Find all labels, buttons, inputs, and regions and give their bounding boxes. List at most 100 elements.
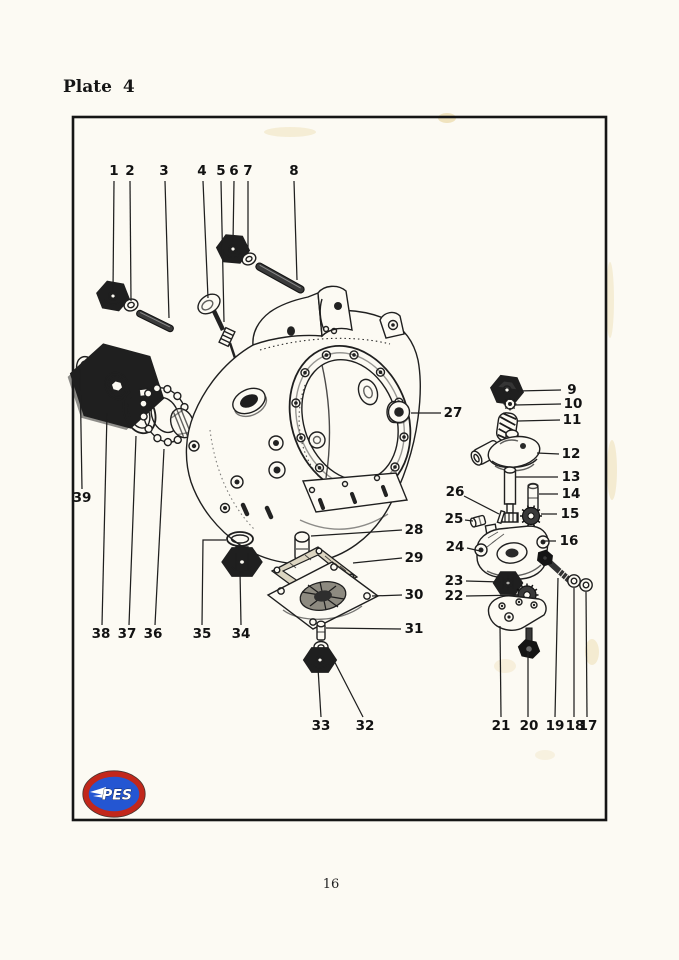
callout-line-6 (232, 180, 235, 243)
callout-number-9: 9 (567, 382, 576, 398)
part-6-nut (223, 240, 243, 258)
callout-number-11: 11 (563, 412, 582, 428)
callout-line-3 (164, 180, 170, 319)
callout-number-32: 32 (356, 718, 375, 734)
callout-line-12 (536, 452, 560, 455)
callout-line-10 (514, 403, 562, 406)
callout-line-9 (516, 389, 562, 392)
part-38-nut (83, 358, 149, 416)
part-31-bolt (317, 621, 325, 640)
case-studs (240, 502, 274, 520)
arm-bolt-hole (287, 326, 295, 336)
callout-line-4 (202, 180, 209, 299)
callout-line-17 (585, 591, 588, 718)
callout-number-33: 33 (312, 718, 331, 734)
callout-line-28 (310, 529, 403, 537)
part-10-star-washer (503, 397, 517, 411)
callout-number-17: 17 (579, 718, 598, 734)
paper-stains (264, 113, 617, 760)
crankcase-half (186, 286, 430, 563)
callout-number-39: 39 (73, 490, 92, 506)
part-7-washer (240, 251, 257, 267)
callout-number-2: 2 (125, 163, 134, 179)
case-bosses (189, 436, 285, 513)
part-13-pump-shaft (502, 467, 518, 522)
callout-line-30 (371, 594, 403, 597)
part-30-sump-plate (268, 562, 378, 629)
page-number: 16 (323, 877, 340, 892)
part-23-nut (500, 576, 517, 591)
callout-line-33 (317, 667, 322, 718)
part-20-bolt (521, 628, 537, 656)
callout-number-12: 12 (562, 446, 581, 462)
part-34-drain-plug (231, 547, 254, 572)
part-19-bolt (538, 551, 572, 583)
callout-number-4: 4 (197, 163, 206, 179)
callout-number-1: 1 (109, 163, 118, 179)
callout-number-36: 36 (144, 626, 163, 642)
callout-line-2 (129, 180, 132, 302)
callout-number-31: 31 (405, 621, 424, 637)
callout-number-24: 24 (446, 539, 465, 555)
callout-number-21: 21 (492, 718, 511, 734)
part-17-washer (580, 579, 592, 591)
callout-line-19 (554, 577, 559, 718)
callout-line-11 (517, 419, 561, 422)
callout-line-39 (79, 368, 83, 490)
callout-number-35: 35 (193, 626, 212, 642)
callout-line-23 (465, 580, 502, 583)
callout-number-23: 23 (445, 573, 464, 589)
part-1-nut (102, 287, 124, 306)
callout-number-8: 8 (289, 163, 298, 179)
callout-line-34 (239, 570, 242, 626)
part-9-nut (497, 381, 518, 399)
callout-number-13: 13 (562, 469, 581, 485)
callout-number-29: 29 (405, 550, 424, 566)
flange-studs (318, 485, 388, 510)
callout-line-24 (466, 547, 481, 552)
callout-number-3: 3 (159, 163, 168, 179)
filler-boss (229, 383, 271, 421)
part-26-pin (497, 511, 504, 524)
part-21-plate (488, 596, 546, 630)
callout-line-21 (499, 625, 502, 718)
part-2-washer (122, 297, 139, 313)
part-33-nut (311, 653, 330, 668)
callout-number-28: 28 (405, 522, 424, 538)
callout-number-37: 37 (118, 626, 137, 642)
callout-line-38 (101, 412, 108, 626)
callout-number-27: 27 (444, 405, 463, 421)
callout-number-26: 26 (446, 484, 465, 500)
callout-number-22: 22 (445, 588, 464, 604)
part-35-o-ring (227, 532, 253, 546)
callout-line-32 (327, 648, 364, 718)
callout-number-14: 14 (562, 486, 581, 502)
diagram-frame (71, 115, 608, 822)
part-16-24-pump-base (475, 524, 549, 579)
callout-line-25 (464, 519, 474, 522)
callout-line-36 (154, 448, 165, 626)
part-3-stud (136, 309, 175, 332)
callout-number-25: 25 (445, 511, 464, 527)
part-25-bush (470, 515, 486, 527)
callout-number-18: 18 (566, 718, 585, 734)
plate-title: Plate 4 (63, 77, 135, 97)
part-8-stud (255, 262, 306, 294)
callout-line-35 (201, 539, 226, 626)
callout-number-38: 38 (92, 626, 111, 642)
callout-number-19: 19 (546, 718, 565, 734)
callout-number-10: 10 (564, 396, 583, 412)
callout-number-15: 15 (561, 506, 580, 522)
callout-number-20: 20 (520, 718, 539, 734)
callout-line-31 (325, 627, 402, 630)
callout-number-6: 6 (229, 163, 238, 179)
part-12-pump-body (469, 430, 542, 471)
callout-number-30: 30 (405, 587, 424, 603)
callout-line-29 (352, 557, 403, 564)
logo-wing-icon (90, 787, 106, 798)
callout-number-16: 16 (560, 533, 579, 549)
callout-line-5 (220, 180, 225, 323)
